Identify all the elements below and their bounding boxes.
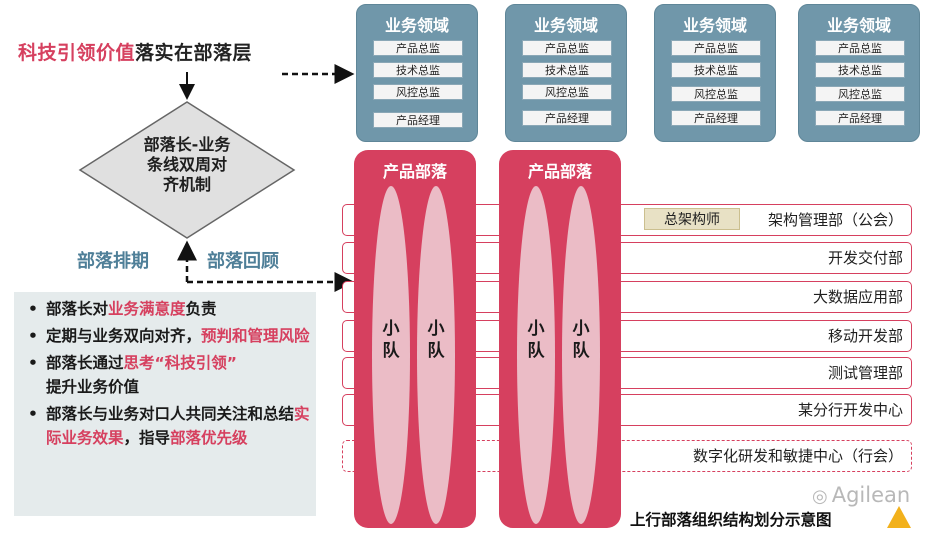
tribe-title: 产品部落 [527,162,592,181]
chief-architect-badge: 总架构师 [644,208,740,230]
diamond-label: 部落长-业务 条线双周对 齐机制 [143,135,231,194]
squad [562,186,600,524]
business-domain-title: 业务领域 [384,16,449,35]
tribe-review-label: 部落回顾 [207,251,279,272]
wechat-icon: ◎ [812,486,828,507]
squad-label: 小 队 [382,319,400,361]
role-item: 技术总监 [522,62,612,78]
squad [417,186,455,524]
list-item: 部落长对业务满意度负责 [28,297,310,321]
page-title: 科技引领价值落实在部落层 [18,42,253,64]
watermark: ◎Agilean [812,483,911,507]
business-domain-title: 业务领域 [826,16,891,35]
role-item: 产品经理 [522,110,612,126]
tribe-title: 产品部落 [382,162,447,181]
role-item: 风控总监 [522,84,612,100]
tribe-schedule-label: 部落排期 [77,251,149,272]
list-item: 定期与业务双向对齐，预判和管理风险 [28,324,310,348]
diagram-caption: 上行部落组织结构划分示意图 [630,511,832,529]
squad [517,186,555,524]
business-domain-box: 业务领域 产品总监 技术总监 风控总监 产品经理 [798,4,920,142]
role-item: 产品经理 [671,110,761,126]
warning-triangle-icon [887,506,911,528]
role-item: 产品经理 [373,112,463,128]
role-item: 技术总监 [815,62,905,78]
list-item: 部落长与业务对口人共同关注和总结实际业务效果，指导部落优先级 [28,402,310,450]
squad [372,186,410,524]
role-item: 产品总监 [815,40,905,56]
squad-label: 小 队 [527,319,545,361]
role-item: 技术总监 [671,62,761,78]
role-item: 产品经理 [815,110,905,126]
role-item: 产品总监 [671,40,761,56]
alignment-diamond [78,101,296,239]
role-item: 风控总监 [671,86,761,102]
role-item: 风控总监 [373,84,463,100]
role-item: 产品总监 [522,40,612,56]
squad-label: 小 队 [572,319,590,361]
list-item: 部落长通过思考“科技引领”提升业务价值 [28,351,310,399]
business-domain-title: 业务领域 [682,16,747,35]
responsibility-box: 部落长对业务满意度负责 定期与业务双向对齐，预判和管理风险 部落长通过思考“科技… [14,292,316,516]
role-item: 风控总监 [815,86,905,102]
role-item: 产品总监 [373,40,463,56]
squad-label: 小 队 [427,319,445,361]
role-item: 技术总监 [373,62,463,78]
business-domain-box: 业务领域 产品总监 技术总监 风控总监 产品经理 [654,4,776,142]
business-domain-title: 业务领域 [533,16,598,35]
business-domain-box: 业务领域 产品总监 技术总监 风控总监 产品经理 [356,4,478,142]
business-domain-box: 业务领域 产品总监 技术总监 风控总监 产品经理 [505,4,627,142]
